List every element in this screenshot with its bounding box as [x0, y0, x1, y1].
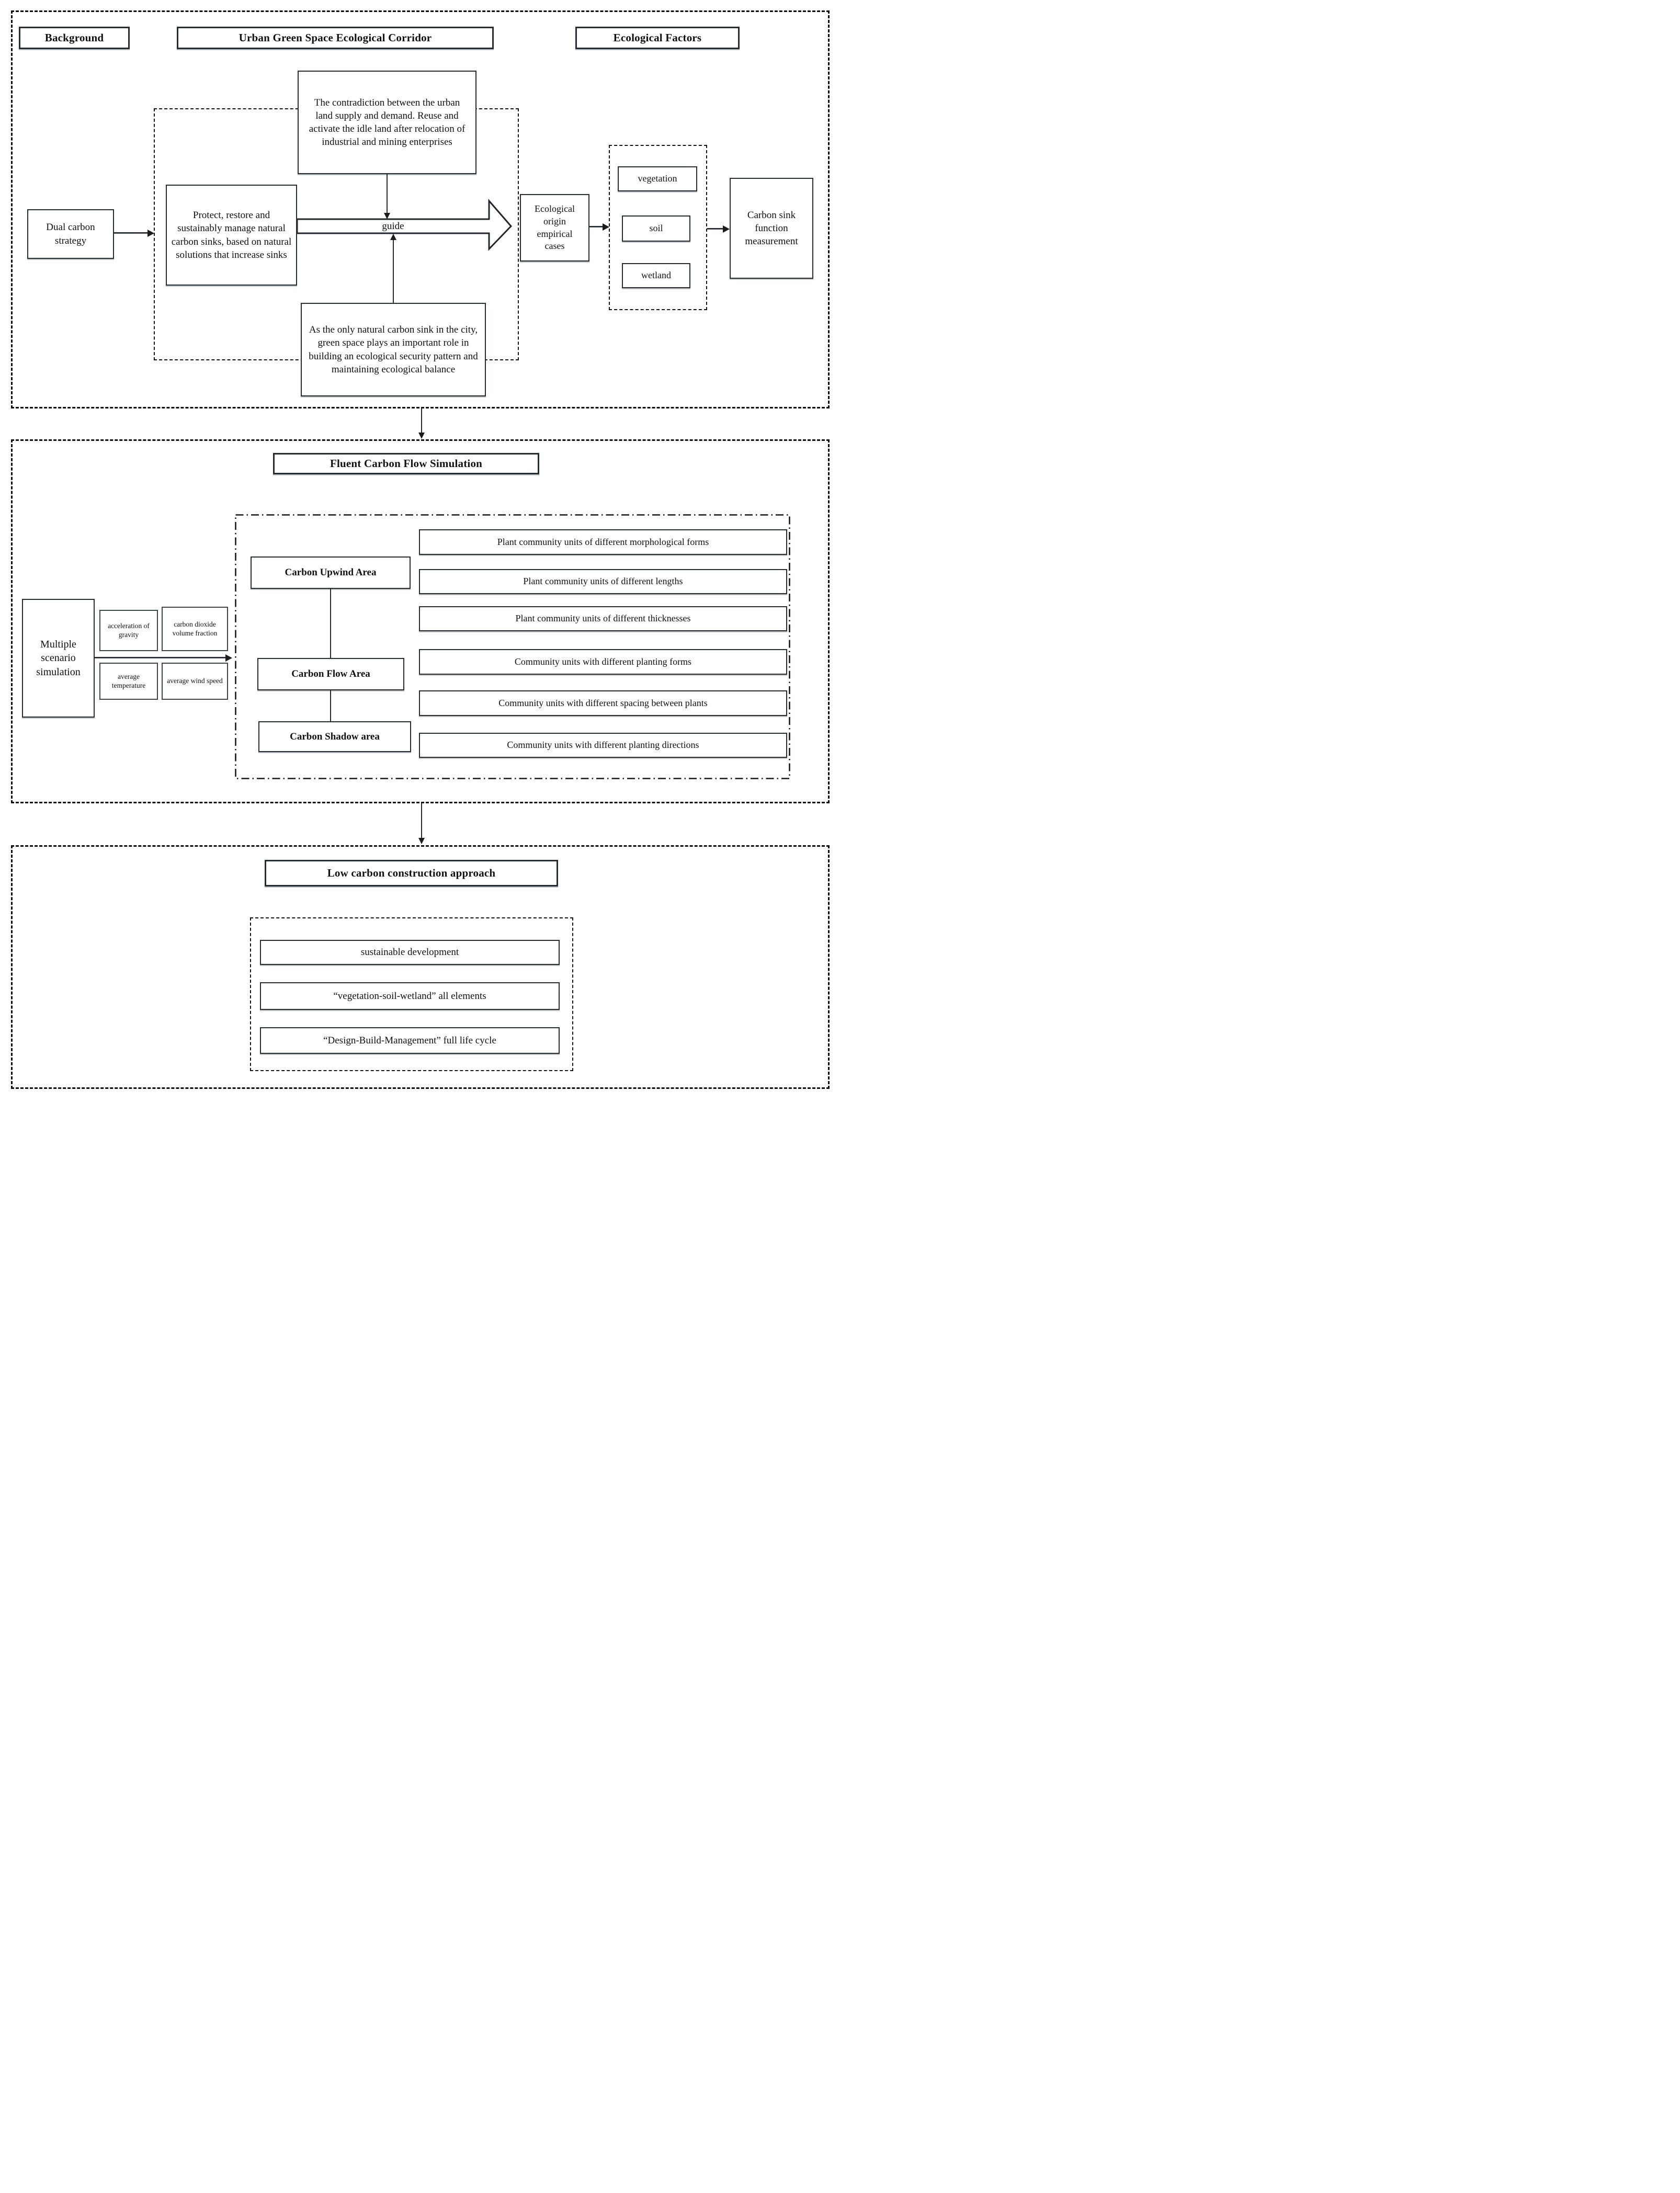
background-title-label: Background [44, 31, 104, 44]
carbon-flow-area-label: Carbon Flow Area [291, 668, 370, 680]
principle-all-elements-label: “vegetation-soil-wetland” all elements [333, 990, 486, 1002]
section1-to-section2-line [421, 408, 422, 434]
scenario-to-simulation-line [95, 657, 226, 658]
dual-carbon-arrowhead [147, 229, 154, 237]
contradiction-text: The contradiction between the urban land… [309, 97, 466, 148]
ecological-origin-box: Ecological origin empirical cases [520, 194, 589, 262]
unit-planting-forms-box: Community units with different planting … [419, 649, 787, 675]
unit-morphological-label: Plant community units of different morph… [497, 536, 709, 547]
multiple-scenario-box: Multiple scenario simulation [22, 599, 95, 718]
param-temperature-box: average temperature [99, 663, 158, 700]
guide-label-wrap: guide [297, 219, 489, 233]
param-temperature-label: average temperature [111, 672, 146, 689]
factors-to-sink-line [707, 228, 724, 230]
corridor-title-box: Urban Green Space Ecological Corridor [177, 27, 494, 49]
carbon-upwind-area-box: Carbon Upwind Area [251, 556, 411, 589]
carbon-upwind-area-label: Carbon Upwind Area [285, 567, 377, 578]
principle-sustainable-box: sustainable development [260, 940, 560, 965]
dual-carbon-arrow-line [114, 232, 149, 234]
unit-thicknesses-label: Plant community units of different thick… [515, 613, 691, 624]
section2-to-section3-line [421, 803, 422, 839]
guide-label: guide [382, 220, 404, 232]
origin-to-factors-line [589, 226, 604, 228]
param-gravity-label: acceleration of gravity [108, 621, 150, 639]
unit-morphological-box: Plant community units of different morph… [419, 529, 787, 555]
carbon-shadow-area-box: Carbon Shadow area [258, 721, 411, 752]
factor-soil-box: soil [622, 215, 690, 242]
carbon-sink-measurement-box: Carbon sink function measurement [730, 178, 813, 279]
param-co2-box: carbon dioxide volume fraction [162, 607, 228, 651]
simulation-dashdot-box [235, 514, 790, 779]
contradiction-box: The contradiction between the urban land… [298, 71, 476, 174]
corridor-title-label: Urban Green Space Ecological Corridor [239, 31, 432, 44]
factor-vegetation-box: vegetation [618, 166, 697, 191]
carbon-shadow-area-label: Carbon Shadow area [290, 731, 380, 742]
guide-block-arrow [296, 198, 513, 251]
approach-title-label: Low carbon construction approach [327, 866, 496, 879]
section-approach-container [11, 845, 830, 1089]
unit-spacing-label: Community units with different spacing b… [498, 697, 708, 708]
unit-directions-label: Community units with different planting … [507, 740, 699, 751]
simulation-title-label: Fluent Carbon Flow Simulation [330, 457, 483, 470]
greenspace-to-guide-line [393, 238, 394, 303]
upwind-to-flow-line [330, 589, 331, 658]
green-space-role-text: As the only natural carbon sink in the c… [309, 324, 478, 375]
param-windspeed-label: average wind speed [167, 677, 223, 685]
factors-to-sink-arrowhead [723, 225, 730, 233]
unit-directions-box: Community units with different planting … [419, 733, 787, 758]
factor-vegetation-label: vegetation [638, 173, 677, 184]
approach-title-box: Low carbon construction approach [265, 860, 558, 887]
section1-to-section2-arrowhead [418, 433, 425, 439]
carbon-flow-area-box: Carbon Flow Area [257, 658, 404, 690]
carbon-sink-measurement-text: Carbon sink function measurement [745, 209, 798, 247]
green-space-role-box: As the only natural carbon sink in the c… [301, 303, 486, 396]
factor-soil-label: soil [649, 223, 663, 234]
factors-dashed-box [609, 145, 707, 310]
approach-inner-dashed-box [250, 917, 573, 1071]
multiple-scenario-text: Multiple scenario simulation [36, 638, 81, 678]
principle-life-cycle-label: “Design-Build-Management” full life cycl… [323, 1035, 496, 1046]
unit-thicknesses-box: Plant community units of different thick… [419, 606, 787, 631]
unit-spacing-box: Community units with different spacing b… [419, 690, 787, 716]
section-simulation-container [11, 439, 830, 803]
contradiction-to-guide-arrowhead [384, 213, 390, 219]
simulation-title-box: Fluent Carbon Flow Simulation [273, 453, 539, 474]
principle-sustainable-label: sustainable development [360, 947, 459, 958]
param-co2-label: carbon dioxide volume fraction [172, 620, 218, 637]
principle-all-elements-box: “vegetation-soil-wetland” all elements [260, 982, 560, 1010]
protect-restore-box: Protect, restore and sustainably manage … [166, 185, 297, 286]
principle-life-cycle-box: “Design-Build-Management” full life cycl… [260, 1027, 560, 1054]
dual-carbon-strategy-box: Dual carbon strategy [27, 209, 114, 259]
ecological-factors-title-label: Ecological Factors [613, 31, 702, 44]
factor-wetland-label: wetland [641, 270, 671, 281]
unit-lengths-label: Plant community units of different lengt… [523, 576, 683, 587]
ecological-factors-title-box: Ecological Factors [575, 27, 740, 49]
greenspace-to-guide-arrowhead [390, 234, 396, 240]
protect-restore-text: Protect, restore and sustainably manage … [171, 210, 292, 260]
ecological-origin-text: Ecological origin empirical cases [535, 203, 575, 252]
background-title-box: Background [19, 27, 130, 49]
contradiction-to-guide-line [387, 174, 388, 214]
dual-carbon-strategy-text: Dual carbon strategy [46, 222, 95, 246]
section2-to-section3-arrowhead [418, 838, 425, 844]
param-gravity-box: acceleration of gravity [99, 610, 158, 651]
factor-wetland-box: wetland [622, 263, 690, 288]
section-background-container [11, 10, 830, 408]
flow-diagram: Background Urban Green Space Ecological … [0, 0, 840, 1096]
unit-planting-forms-label: Community units with different planting … [514, 656, 692, 667]
scenario-to-simulation-arrowhead [225, 654, 232, 662]
origin-to-factors-arrowhead [603, 223, 609, 231]
param-windspeed-box: average wind speed [162, 663, 228, 700]
flow-to-shadow-line [330, 690, 331, 721]
unit-lengths-box: Plant community units of different lengt… [419, 569, 787, 594]
